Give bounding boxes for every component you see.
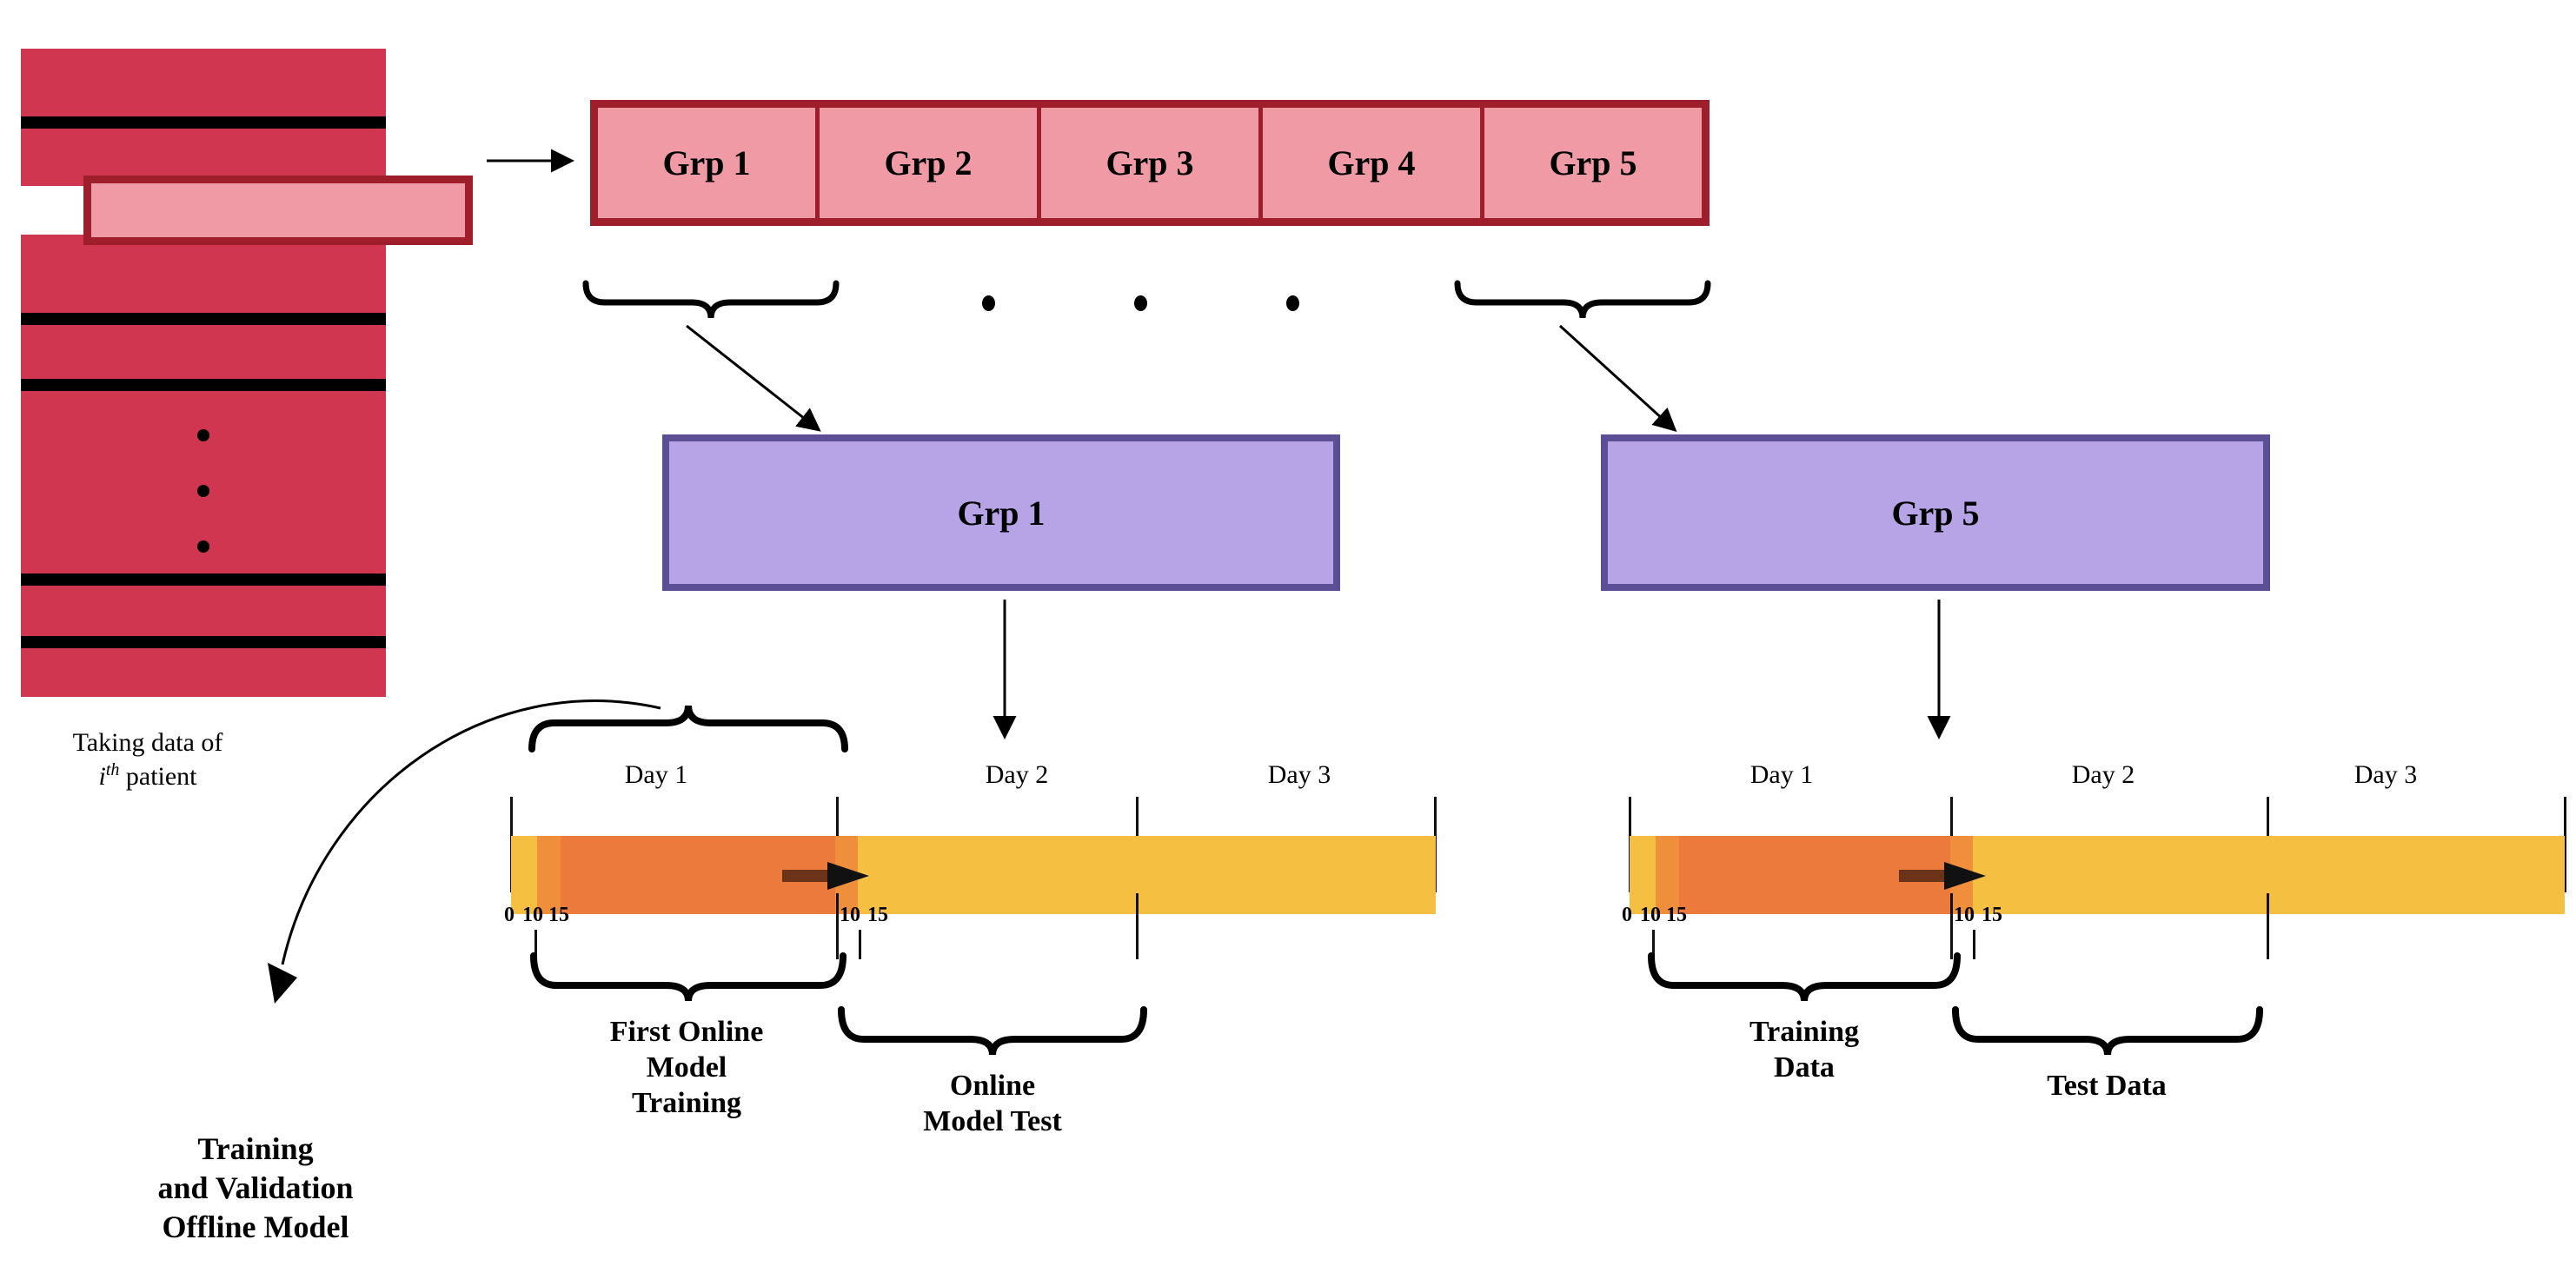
group-1-brace — [582, 280, 840, 319]
left-timeline-subtick — [859, 930, 861, 959]
group-5-to-purple-arrow — [1558, 324, 1677, 433]
label-line: First Online — [609, 1016, 764, 1048]
patient-divider — [21, 379, 386, 391]
label-line: Data — [1774, 1051, 1835, 1084]
left-timeline-tick-mid-10: 10 — [840, 904, 860, 926]
timeline-segment-orange-mid — [1656, 836, 1679, 914]
group-cell-3[interactable]: Grp 3 — [1041, 108, 1263, 218]
patient-band — [21, 235, 386, 313]
left-timeline-progress-arrow — [782, 862, 869, 890]
right-timeline-test-label: Test Data — [1949, 1069, 2265, 1104]
right-timeline-tick-10: 10 — [1640, 904, 1661, 926]
label-line: Test Data — [2047, 1070, 2167, 1102]
horizontal-ellipsis-dot — [982, 295, 995, 311]
patient-caption-line2: ith patient — [17, 759, 278, 793]
right-timeline-bar — [1630, 836, 2565, 914]
patient-index-symbol: i — [98, 761, 106, 791]
label-line: Training — [1749, 1016, 1859, 1048]
purple-5-to-timeline-arrow — [1927, 600, 1951, 739]
horizontal-ellipsis-dot — [1134, 295, 1147, 311]
left-timeline-day2-label: Day 2 — [985, 760, 1049, 789]
right-timeline-day2-label: Day 2 — [2071, 760, 2135, 789]
group-1-to-purple-arrow — [686, 324, 821, 432]
right-timeline-tick-mid-10: 10 — [1954, 904, 1975, 926]
stack-to-groups-arrow — [487, 149, 574, 173]
right-timeline-subtick — [1973, 930, 1975, 959]
patient-caption: Taking data of ith patient — [17, 726, 278, 792]
highlighted-patient-row[interactable] — [83, 176, 473, 245]
patient-band — [21, 648, 386, 697]
left-timeline-subtick — [1136, 893, 1139, 959]
right-timeline-subtick — [2267, 893, 2269, 959]
patient-caption-line1: Taking data of — [72, 728, 223, 757]
right-timeline-tick-mid-15: 15 — [1982, 904, 2002, 926]
label-line: Online — [949, 1070, 1036, 1102]
right-timeline-training-brace — [1648, 952, 1961, 1002]
left-timeline-day3-label: Day 3 — [1267, 760, 1331, 789]
left-timeline-test-brace — [838, 1006, 1147, 1056]
patient-band — [21, 586, 386, 636]
patient-index-superscript: th — [105, 759, 120, 779]
left-timeline-tick-15: 15 — [548, 904, 569, 926]
left-timeline-subtick — [836, 893, 839, 959]
patient-divider — [21, 636, 386, 648]
vertical-ellipsis-dot — [197, 540, 209, 553]
timeline-segment-yellow — [1630, 836, 1656, 914]
right-timeline-day3-label: Day 3 — [2354, 760, 2418, 789]
label-line: Model Test — [923, 1104, 1062, 1137]
label-line: Training — [632, 1086, 741, 1119]
right-timeline-subtick — [1652, 930, 1655, 959]
vertical-ellipsis-dot — [197, 429, 209, 441]
timeline-segment-yellow — [511, 836, 537, 914]
group-row: Grp 1 Grp 2 Grp 3 Grp 4 Grp 5 — [590, 100, 1710, 226]
patient-divider — [21, 116, 386, 129]
group-cell-5[interactable]: Grp 5 — [1549, 143, 1637, 182]
left-timeline-day1-label: Day 1 — [624, 760, 688, 789]
group-cell-1[interactable]: Grp 1 — [598, 108, 820, 218]
offline-label-line1: Training — [197, 1131, 314, 1166]
right-timeline-subtick — [1950, 893, 1953, 959]
selected-group-1-box[interactable]: Grp 1 — [662, 434, 1340, 591]
left-timeline-tick-0: 0 — [504, 904, 515, 926]
patient-caption-word: patient — [119, 761, 197, 791]
left-timeline-top-brace — [528, 705, 848, 752]
group-cell-4[interactable]: Grp 4 — [1263, 108, 1484, 218]
right-timeline-test-brace — [1952, 1006, 2263, 1056]
vertical-ellipsis-dot — [197, 485, 209, 497]
horizontal-ellipsis-dot — [1286, 295, 1299, 311]
left-timeline-subtick — [534, 930, 537, 959]
left-timeline-bar — [511, 836, 1436, 914]
group-5-brace — [1454, 280, 1711, 319]
right-timeline-progress-arrow — [1899, 862, 1986, 890]
patient-divider — [21, 573, 386, 586]
right-timeline-divider-end — [2564, 797, 2566, 892]
right-timeline-tick-0: 0 — [1622, 904, 1632, 926]
patient-band — [21, 49, 386, 116]
right-timeline-tick-15: 15 — [1666, 904, 1687, 926]
offline-model-label: Training and Validation Offline Model — [73, 1130, 438, 1247]
left-timeline-training-brace — [530, 952, 846, 1002]
offline-label-line2: and Validation — [157, 1170, 354, 1205]
left-timeline-tick-10: 10 — [522, 904, 543, 926]
label-line: Model — [646, 1051, 727, 1084]
patient-band — [21, 325, 386, 379]
offline-model-curved-arrow — [268, 699, 661, 1004]
purple-1-to-timeline-arrow — [993, 600, 1017, 739]
offline-label-line3: Offline Model — [162, 1210, 349, 1244]
selected-group-5-box[interactable]: Grp 5 — [1601, 434, 2270, 591]
timeline-segment-orange-mid — [537, 836, 561, 914]
left-timeline-tick-mid-15: 15 — [867, 904, 888, 926]
patient-data-stack — [21, 49, 473, 697]
patient-divider — [21, 313, 386, 325]
timeline-segment-yellow — [858, 836, 1436, 914]
right-timeline-day1-label: Day 1 — [1749, 760, 1814, 789]
group-cell-2[interactable]: Grp 2 — [820, 108, 1041, 218]
